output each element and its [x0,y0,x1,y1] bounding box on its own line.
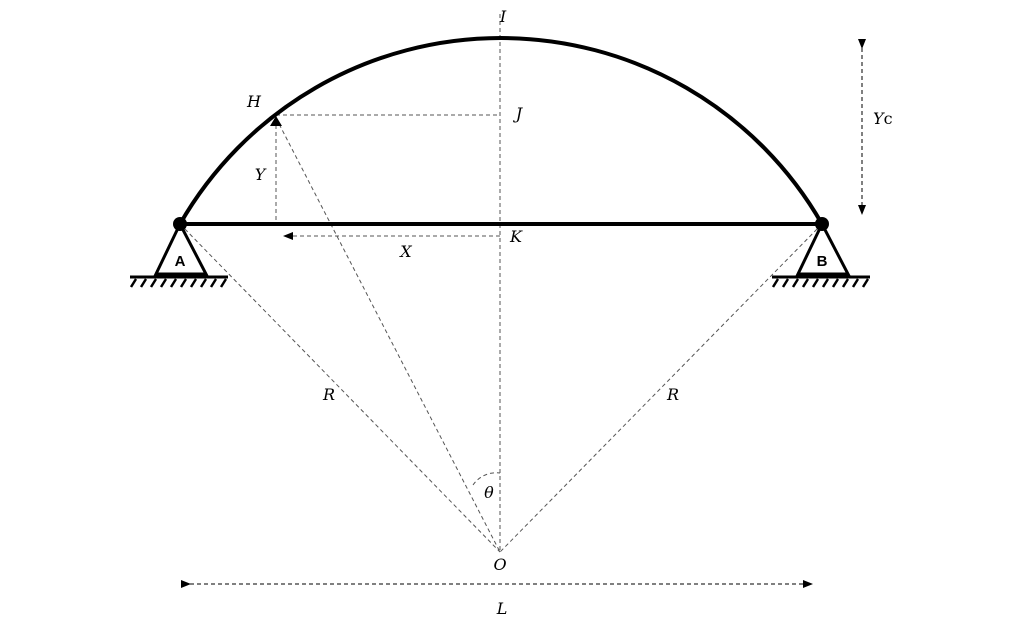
label-h: H [246,92,262,111]
support-a-label: A [175,253,186,270]
support-b: B [771,217,870,288]
label-y: Y [255,165,267,184]
theta-angle-arc [472,472,501,486]
support-b-label: B [817,253,828,270]
hinge-b [815,217,829,231]
support-a: A [129,217,228,288]
label-x: X [398,242,412,261]
label-yc: Yc [873,109,893,128]
label-r-left: R [322,385,335,404]
label-o: O [493,555,506,574]
radius-right-line [499,223,823,553]
hinge-a [173,217,187,231]
label-i: I [499,7,507,26]
radius-h-line [275,117,501,553]
point-h-marker [270,116,282,126]
label-k: K [509,227,523,246]
radius-left-line [179,223,501,553]
label-j: J [513,104,524,123]
label-theta: θ [484,483,494,502]
label-r-right: R [666,385,679,404]
label-l: L [496,599,508,618]
arch-curve [178,36,824,225]
